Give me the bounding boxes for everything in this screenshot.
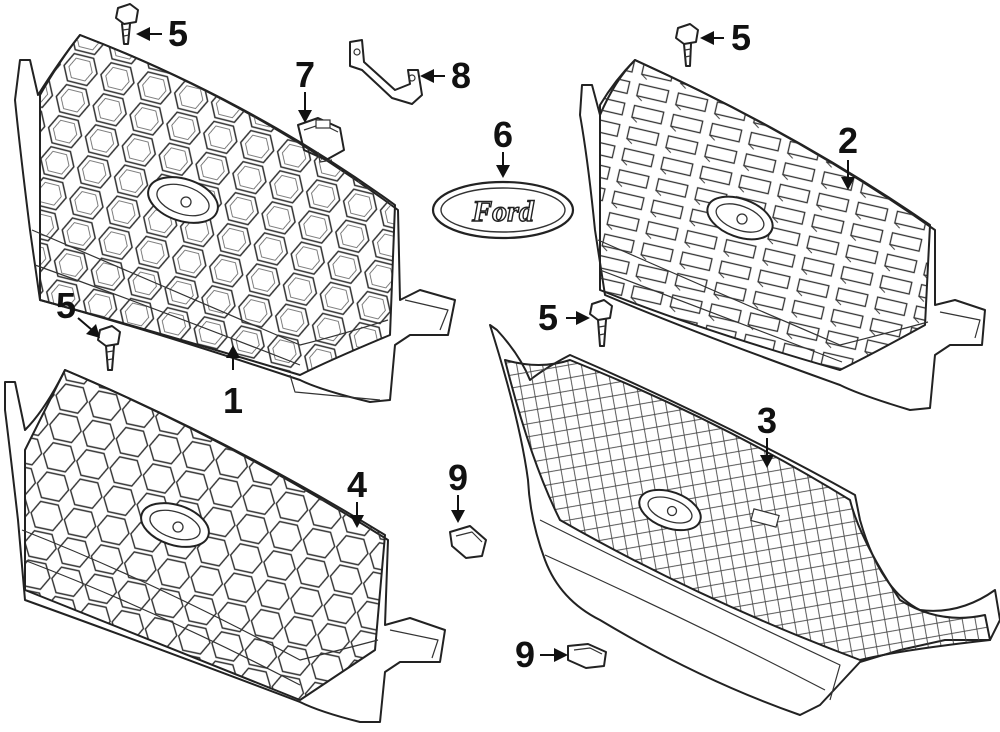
emblem-text: Ford — [471, 195, 535, 228]
clip-9-lower — [567, 643, 607, 669]
callout-5-top-left: 5 — [168, 13, 188, 54]
grille-4-emblem — [140, 502, 210, 548]
clip-9-upper — [449, 525, 487, 559]
grille-1 — [14, 34, 456, 403]
grille-3 — [489, 324, 1000, 716]
sensor-7 — [297, 117, 345, 163]
grille-2 — [579, 59, 986, 411]
callout-9-lower: 9 — [515, 634, 535, 675]
callout-7: 7 — [295, 54, 315, 95]
bolt-mid-right — [589, 299, 613, 347]
bracket-8 — [349, 39, 423, 105]
callout-5-mid-right: 5 — [538, 297, 558, 338]
callout-5-mid-left: 5 — [56, 285, 76, 326]
grille-1-emblem — [147, 176, 219, 224]
leaders — [77, 27, 855, 662]
callout-2: 2 — [838, 120, 858, 161]
callout-5-top-right: 5 — [731, 17, 751, 58]
callout-4: 4 — [347, 464, 367, 505]
bolt-mid-left — [97, 325, 121, 371]
grille-3-emblem — [638, 488, 702, 532]
grille-2-emblem — [706, 195, 774, 241]
callout-3: 3 — [757, 400, 777, 441]
callout-9-upper: 9 — [448, 457, 468, 498]
callout-8: 8 — [451, 55, 471, 96]
callout-labels: 1 2 3 4 5 5 5 5 6 7 8 9 9 — [56, 13, 858, 675]
bolt-top-right — [675, 23, 699, 67]
callout-6: 6 — [493, 114, 513, 155]
ford-emblem: Ford — [431, 180, 575, 240]
bolt-top-left — [115, 3, 139, 45]
callout-1: 1 — [223, 380, 243, 421]
